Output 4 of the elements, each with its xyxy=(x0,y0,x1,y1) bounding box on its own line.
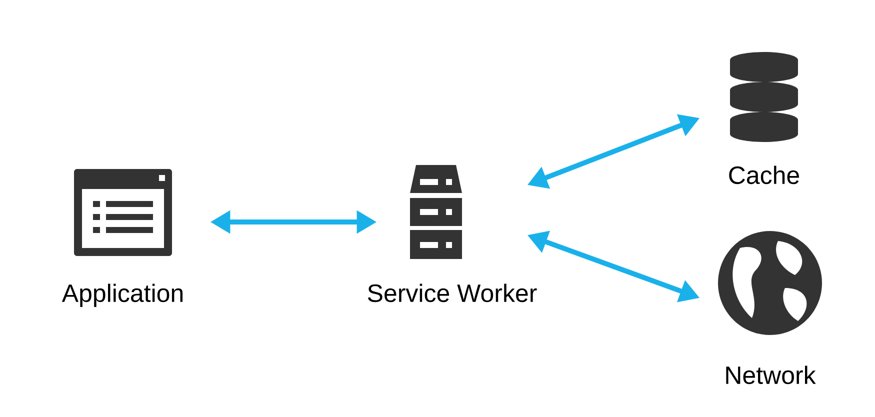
node-label: Network xyxy=(726,366,816,384)
node-label: Application xyxy=(62,284,183,308)
node-label: Cache xyxy=(729,166,800,184)
node-label: Service Worker xyxy=(368,284,537,302)
